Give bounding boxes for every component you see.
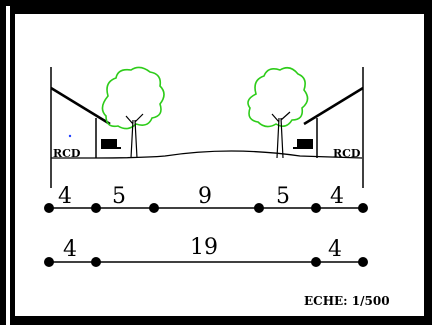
dimension-node [311,203,321,213]
left-rcd-label: RCD [53,147,81,160]
dimension-node [91,203,101,213]
dimension-label: 4 [58,184,72,209]
dimension-node [254,203,264,213]
dimension-node [311,257,321,267]
dimension-node [44,257,54,267]
dimension-node [358,257,368,267]
dimension-node [358,203,368,213]
dimension-label: 5 [112,184,126,209]
left-building [50,67,121,188]
dimension-label: 4 [330,184,344,209]
dimension-row-2: 4 19 4 [44,235,368,267]
dimension-node [91,257,101,267]
dimension-node [44,203,54,213]
right-tree-icon [247,66,309,159]
right-rcd-label: RCD [333,147,361,160]
dimension-node [149,203,159,213]
scale-label: ECHE: 1/500 [304,294,390,308]
dimension-label: 4 [63,237,77,262]
right-building [293,67,364,188]
dimension-label: 9 [198,184,212,209]
left-tree-icon [101,66,165,159]
ground-line [51,150,363,159]
dimension-label: 4 [328,237,342,262]
dimension-label: 19 [190,235,218,260]
dimension-row-1: 4 5 9 5 4 [44,184,368,213]
dimension-label: 5 [276,184,290,209]
